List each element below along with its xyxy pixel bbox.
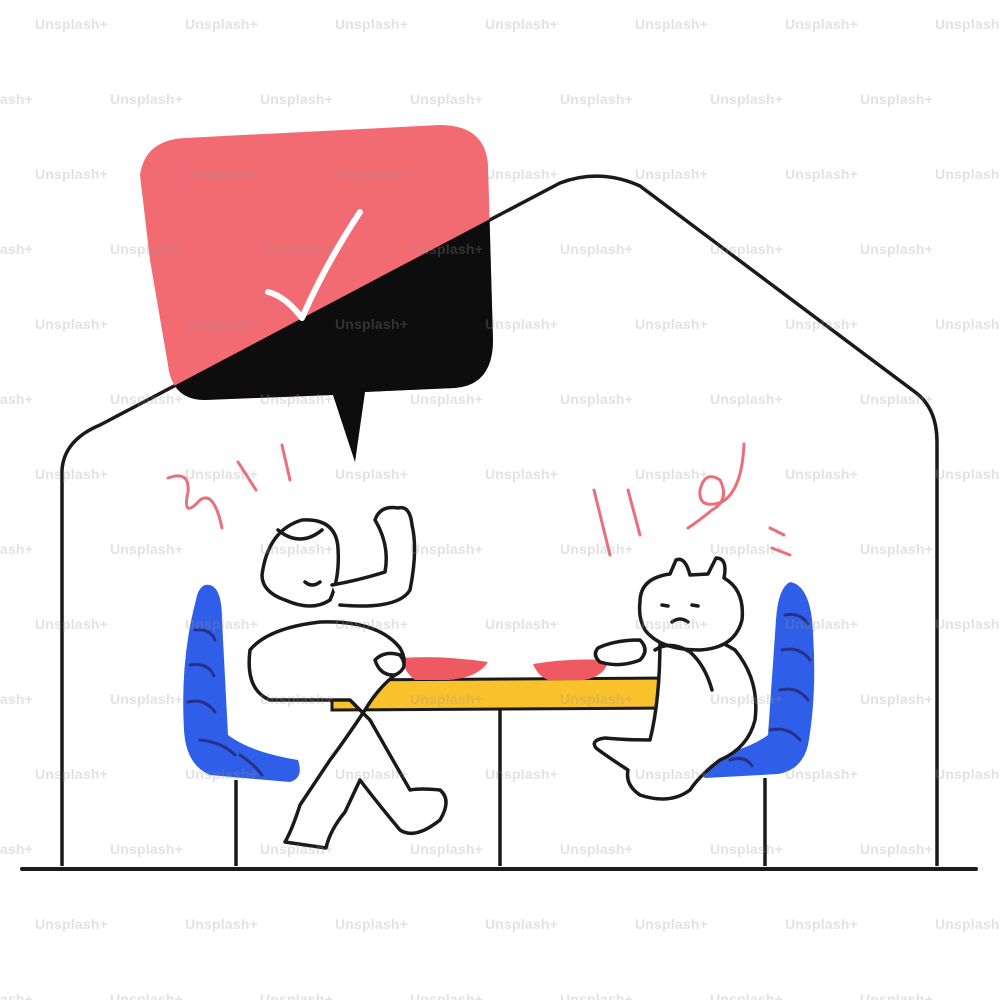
- person-figure: [247, 505, 448, 850]
- speech-bubble: [140, 125, 493, 462]
- left-excitement-marks: [166, 443, 292, 530]
- left-chair: [183, 584, 300, 866]
- bear-figure: [592, 556, 758, 801]
- right-chair: [698, 582, 815, 866]
- table: [330, 657, 670, 866]
- left-bowl: [402, 657, 488, 680]
- house-outline: [60, 174, 939, 866]
- right-excitement-marks: [592, 442, 792, 557]
- checkmark-icon: [265, 209, 363, 321]
- right-bowl: [533, 659, 608, 680]
